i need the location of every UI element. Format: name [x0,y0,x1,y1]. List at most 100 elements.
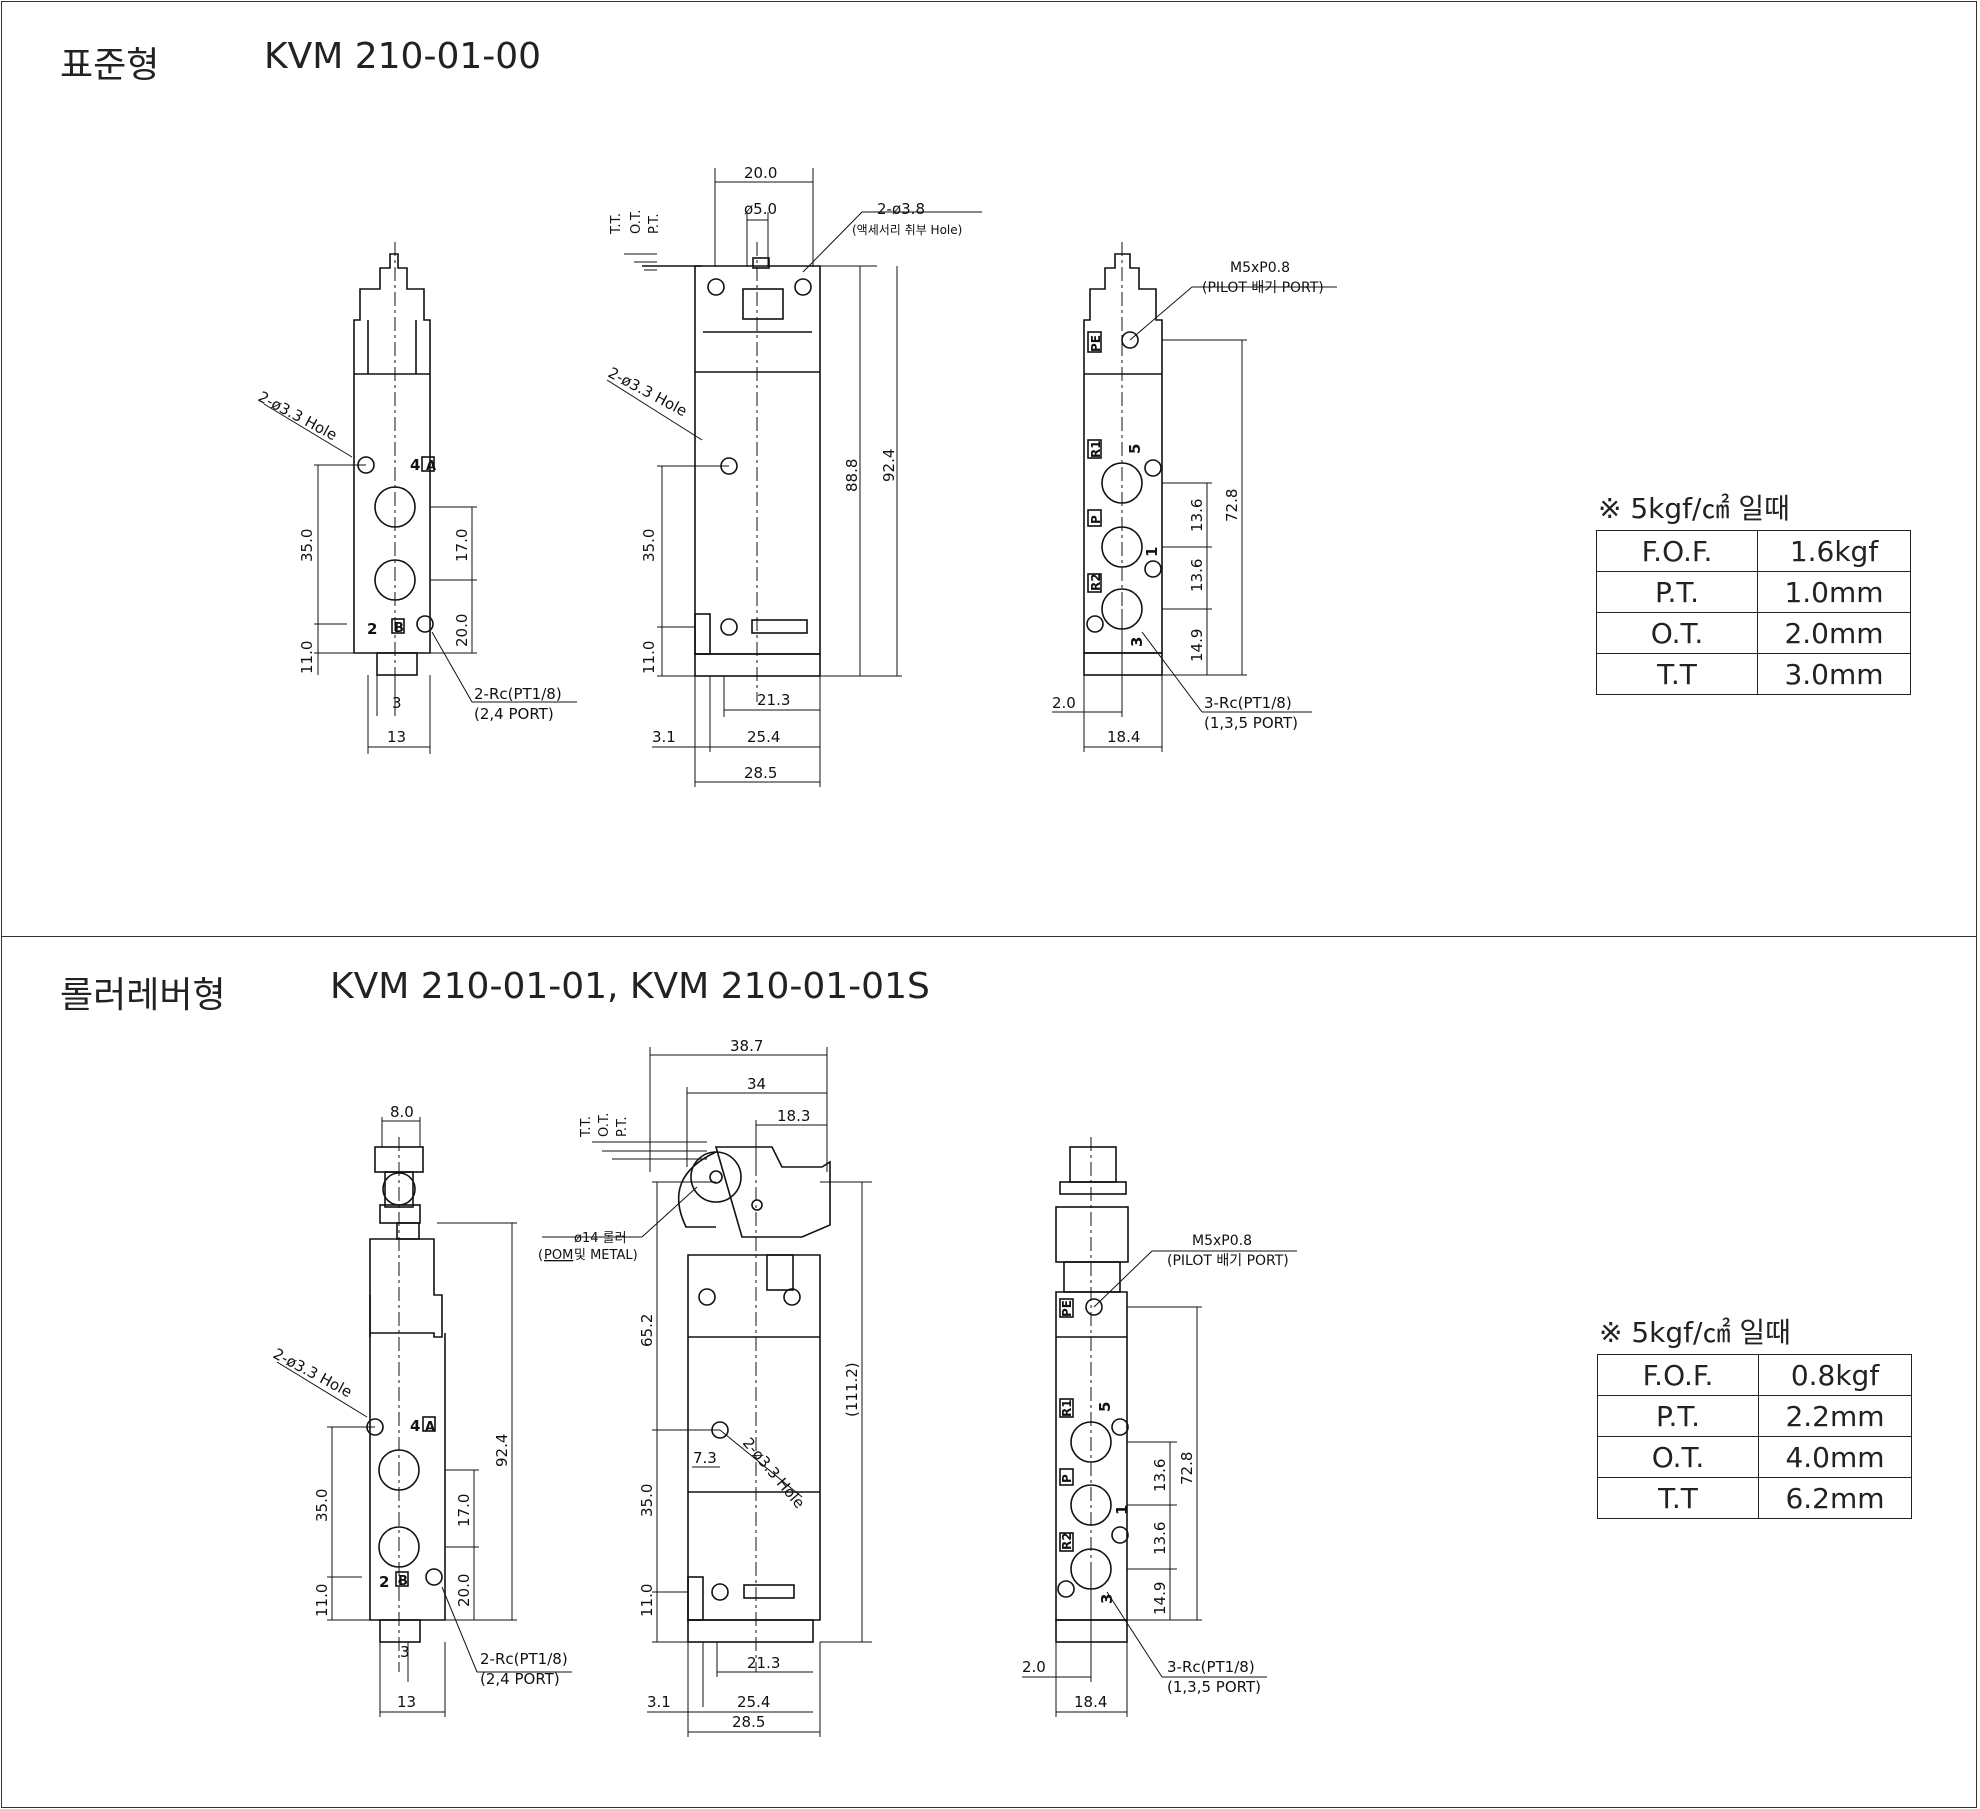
port-3-label: 3 [1128,637,1146,647]
dim-888: 88.8 [843,459,861,492]
rc-port-sub: (2,4 PORT) [474,705,554,723]
panel-title-model: KVM 210-01-01, KVM 210-01-01S [330,966,930,1007]
dim-17: 17.0 [455,1494,473,1527]
spec-row: F.O.F.1.6kgf [1596,530,1911,572]
dim-35: 35.0 [298,529,316,562]
hole-label: 2-ø3.3 Hole [255,388,340,445]
dim-34: 34 [747,1075,766,1093]
port-b-label: B [398,1574,408,1589]
port-2-label: 2 [379,1573,389,1591]
spec-key: T.T [1597,1477,1759,1519]
hole-38-label: 2-ø3.8 [877,200,925,218]
ot-label: O.T. [597,1113,612,1137]
dim-924: 92.4 [880,449,898,482]
dim-13: 13 [387,728,406,746]
r1-label: R1 [1089,440,1103,458]
dim-136a: 13.6 [1151,1459,1169,1492]
side-view [677,1137,831,1672]
side-view [642,242,821,702]
roller-sub-pom: POM [544,1248,573,1263]
pe-label: PE [1060,1300,1074,1317]
panel-title-korean: 표준형 [60,45,160,86]
dim-1112: (111.2) [843,1362,861,1417]
spec-value: 6.2mm [1758,1477,1912,1519]
p-label: P [1089,515,1103,524]
spec-note: ※ 5kgf/㎠ 일때 [1598,492,1790,525]
r2-label: R2 [1060,1532,1074,1550]
ot-label: O.T. [629,210,644,234]
panel-title-korean: 롤러레버형 [60,975,226,1016]
dim-184: 18.4 [1107,728,1140,746]
dim-3: 3 [392,694,402,712]
dim-254: 25.4 [737,1693,770,1711]
standard-type-drawing: 2-ø3.3 Hole 35.0 11.0 17.0 20.0 3 13 2-R… [255,164,1337,787]
port-2-label: 2 [367,620,377,638]
spec-key: F.O.F. [1597,1354,1759,1396]
roller-sub-open: ( [538,1248,543,1263]
spec-row: F.O.F.0.8kgf [1597,1354,1912,1396]
standard-type-panel: 표준형 KVM 210-01-00 [1,1,1977,937]
dim-387: 38.7 [730,1037,763,1055]
rc-port-label: 2-Rc(PT1/8) [480,1650,568,1668]
dim-3: 3 [400,1643,410,1661]
spec-value: 1.0mm [1757,571,1911,613]
m5-sub: (PILOT 배기 PORT) [1202,280,1324,296]
rc3-sub: (1,3,5 PORT) [1167,1678,1261,1696]
roller-label: ø14 롤러 [574,1231,627,1246]
spec-row: P.T.2.2mm [1597,1395,1912,1437]
spec-key: O.T. [1597,1436,1759,1478]
rc3-label: 3-Rc(PT1/8) [1204,694,1292,712]
port-4-label: 4 [410,1417,420,1435]
spec-value: 1.6kgf [1757,530,1911,572]
hole-label: 2-ø3.3 Hole [270,1345,355,1402]
r2-label: R2 [1089,573,1103,591]
dim-17: 17.0 [453,529,471,562]
dim-149: 14.9 [1151,1582,1169,1615]
port-5-label: 5 [1096,1402,1114,1412]
dim-31: 3.1 [647,1693,671,1711]
port-1-label: 1 [1113,1505,1131,1515]
dim-136a: 13.6 [1188,499,1206,532]
port-a-label: A [426,459,436,474]
hole-38-sub: (액세서리 취부 Hole) [852,223,962,237]
spec-row: O.T.2.0mm [1596,612,1911,654]
dim-285: 28.5 [744,764,777,782]
front-view [366,1137,446,1672]
dim-136b: 13.6 [1151,1522,1169,1555]
spec-row: O.T.4.0mm [1597,1436,1912,1478]
port-3-label: 3 [1098,1594,1116,1604]
roller-sub-metal: 및 METAL) [574,1248,638,1263]
rc3-label: 3-Rc(PT1/8) [1167,1658,1255,1676]
dim-11-side: 11.0 [640,641,658,674]
panel-title-model: KVM 210-01-00 [264,36,542,77]
dim-20-top: 20.0 [744,164,777,182]
spec-value: 4.0mm [1758,1436,1912,1478]
dim-728: 72.8 [1223,489,1241,522]
dim-213: 21.3 [757,691,790,709]
pe-label: PE [1089,335,1103,352]
dim-254: 25.4 [747,728,780,746]
roller-lever-drawing: 8.0 2-ø3.3 Hole 92.4 35.0 11.0 17.0 20.0… [270,1037,1297,1737]
dim-728: 72.8 [1178,1452,1196,1485]
spec-note: ※ 5kgf/㎠ 일때 [1599,1316,1791,1349]
spec-row: P.T.1.0mm [1596,571,1911,613]
dim-2: 2.0 [1022,1658,1046,1676]
dim-13: 13 [397,1693,416,1711]
pt-label: P.T. [615,1117,630,1137]
spec-key: P.T. [1597,1395,1759,1437]
spec-key: O.T. [1596,612,1758,654]
dim-652: 65.2 [638,1314,656,1347]
rc-port-label: 2-Rc(PT1/8) [474,685,562,703]
dim-184: 18.4 [1074,1693,1107,1711]
dim-285: 28.5 [732,1713,765,1731]
spec-value: 2.0mm [1757,612,1911,654]
rc-port-sub: (2,4 PORT) [480,1670,560,1688]
spec-key: F.O.F. [1596,530,1758,572]
roller-lever-type-panel: 롤러레버형 KVM 210-01-01, KVM 210-01-01S [1,936,1977,1808]
dim-35: 35.0 [313,1489,331,1522]
dim-149: 14.9 [1188,629,1206,662]
